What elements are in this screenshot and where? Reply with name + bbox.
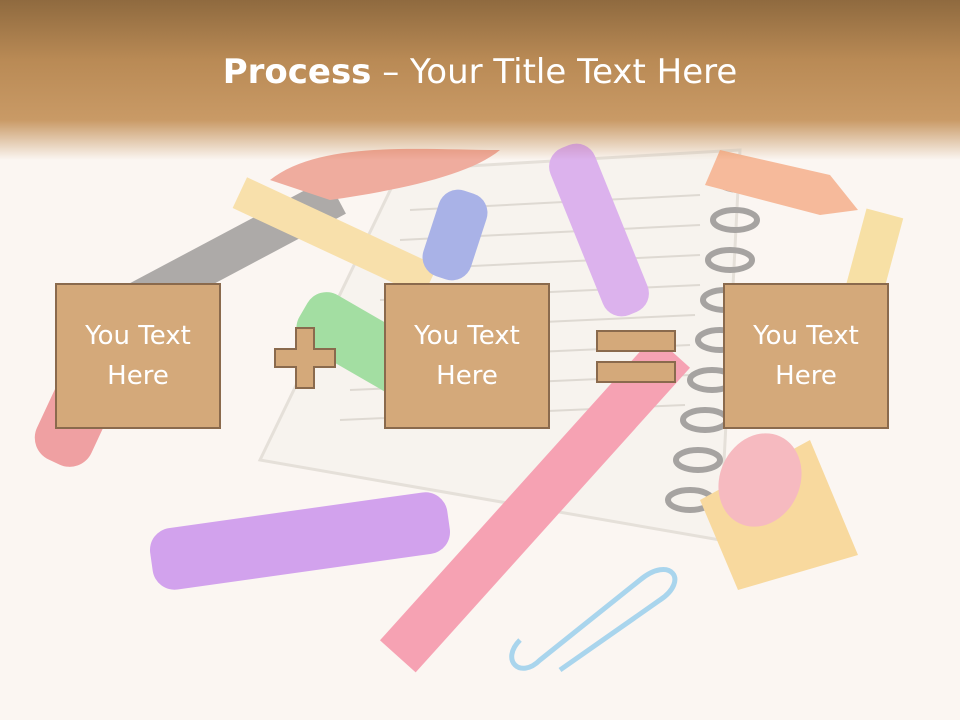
- header-band: [0, 0, 960, 200]
- process-box-3: You Text Here: [723, 283, 889, 429]
- process-box-1-text: You Text Here: [85, 321, 191, 391]
- process-box-2: You Text Here: [384, 283, 550, 429]
- eraser-shape: [718, 433, 802, 527]
- plus-icon: [274, 327, 336, 389]
- blue-marker-shape: [422, 189, 488, 281]
- ruler-shape: [700, 440, 858, 590]
- equals-icon: [596, 330, 676, 383]
- process-box-2-text: You Text Here: [414, 321, 520, 391]
- scissors-shape: [270, 148, 500, 200]
- page-title: Process – Your Title Text Here: [222, 52, 738, 92]
- orange-crayon-shape: [705, 150, 858, 215]
- yellow-pencil-shape: [232, 177, 438, 297]
- pink-pencil-shape: [379, 335, 691, 673]
- process-box-3-text: You Text Here: [753, 321, 859, 391]
- paperclip-shape: [509, 567, 678, 673]
- purple-crayon-top-shape: [549, 143, 649, 317]
- purple-crayon-bottom-shape: [149, 492, 451, 590]
- process-box-1: You Text Here: [55, 283, 221, 429]
